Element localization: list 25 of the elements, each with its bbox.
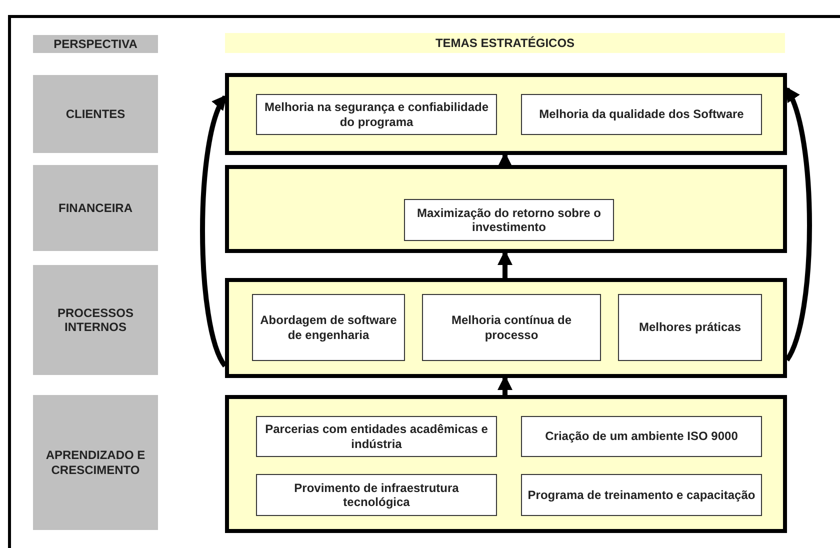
theme-box: Criação de um ambiente ISO 9000 (521, 416, 762, 457)
curved-arrow (200, 94, 228, 368)
theme-panel (225, 395, 787, 533)
perspective-label: PERSPECTIVA (33, 35, 158, 53)
perspective-label: CLIENTES (33, 75, 158, 153)
theme-panel (225, 278, 787, 378)
arrow (498, 152, 512, 167)
theme-box: Melhoria da qualidade dos Software (521, 94, 762, 135)
theme-box: Melhores práticas (618, 294, 762, 361)
curved-arrow (784, 86, 812, 362)
theme-panel (225, 73, 787, 155)
theme-box: Abordagem de software de engenharia (252, 294, 405, 361)
theme-box: Provimento de infraestrutura tecnológica (256, 474, 497, 516)
perspective-label: PROCESSOS INTERNOS (33, 265, 158, 375)
perspective-label: APRENDIZADO E CRESCIMENTO (33, 395, 158, 530)
theme-box: Maximização do retorno sobre o investimento (404, 199, 614, 241)
theme-box: Programa de treinamento e capacitação (521, 474, 762, 516)
arrow (498, 375, 512, 395)
header-band: TEMAS ESTRATÉGICOS (225, 33, 785, 53)
theme-box: Melhoria na segurança e confiabilidade do programa (256, 94, 497, 135)
perspective-label: FINANCEIRA (33, 165, 158, 251)
theme-box: Parcerias com entidades acadêmicas e indústria (256, 416, 497, 457)
theme-panel (225, 165, 787, 253)
arrow (498, 250, 512, 278)
theme-box: Melhoria contínua de processo (422, 294, 601, 361)
